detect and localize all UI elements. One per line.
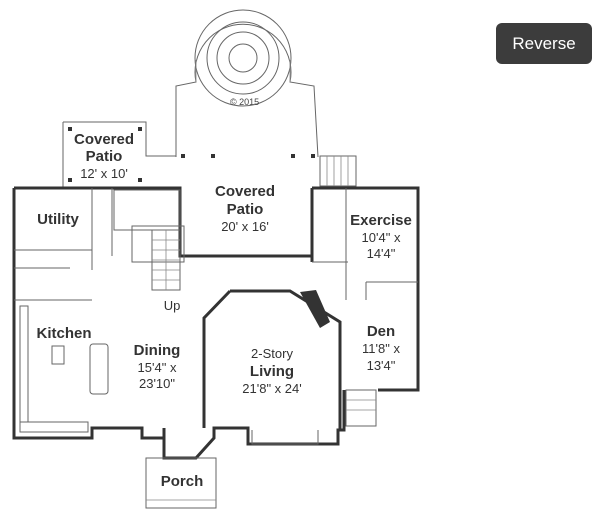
dining-dims-2: 23'10" [139,376,175,391]
covered-patio-center-dims: 20' x 16' [221,219,269,234]
exercise-dims-1: 10'4" x [362,230,401,245]
den-dims-1: 11'8" x [362,341,400,356]
exercise-dims-2: 14'4" [367,246,396,261]
exercise-name: Exercise [350,212,412,229]
covered-patio-center-name-1: Covered [215,183,275,200]
living-name-1: 2-Story [251,346,293,361]
rotunda-deck [175,9,319,158]
porch-name: Porch [161,473,204,490]
dining-name: Dining [134,342,181,359]
reverse-button[interactable]: Reverse [496,23,592,64]
covered-patio-left-name-1: Covered [74,131,134,148]
patio-columns [181,154,315,158]
interior-walls [14,188,418,301]
covered-patio-left-outline [62,121,176,187]
dining-dims-1: 15'4" x [138,360,177,375]
den-dims-2: 13'4" [367,358,396,373]
stair-up-label: Up [164,298,181,313]
covered-patio-left-name-2: Patio [86,148,123,165]
patio-steps [319,155,357,187]
covered-patio-left-dims: 12' x 10' [80,166,128,181]
porch-outline [145,457,217,509]
kitchen-name: Kitchen [36,325,91,342]
living-dims: 21'8" x 24' [242,381,301,396]
staircase [151,229,181,291]
living-bay [251,290,330,445]
kitchen-fixtures [19,305,109,433]
utility-name: Utility [37,211,79,228]
den-stoop [345,389,377,427]
den-name: Den [367,323,395,340]
copyright-text: © 2015 [230,97,259,107]
living-name-2: Living [250,363,294,380]
covered-patio-center-name-2: Patio [227,201,264,218]
